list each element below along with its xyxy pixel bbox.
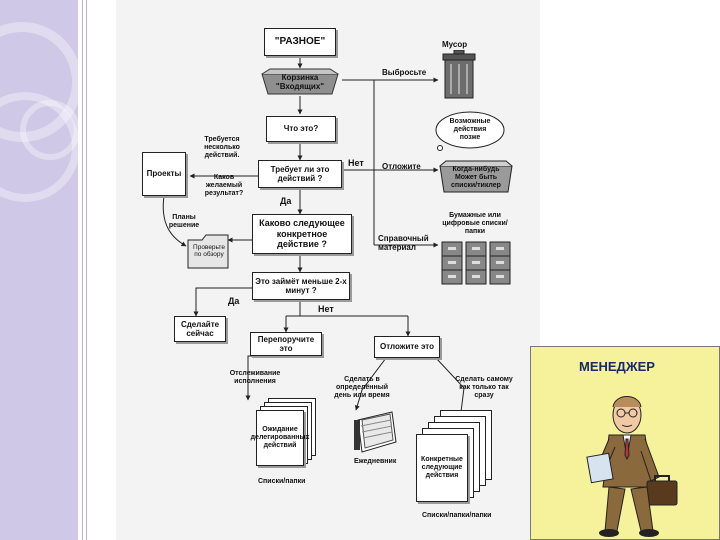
files-label: Бумажные или цифровые списки/папки <box>442 212 508 236</box>
calendar <box>352 410 400 454</box>
inbox-tray: Корзинка "Входящих" <box>260 68 340 96</box>
next-action-box: Каково следующее конкретное действие ? <box>252 214 352 254</box>
raznoe-label: "РАЗНОЕ" <box>274 36 326 48</box>
next-actions-label: Конкретные следующие действия <box>421 455 463 480</box>
file-cabinets <box>440 238 514 286</box>
lists-right-label: Списки/папки/папки <box>422 512 492 519</box>
throw-away-label: Выбросьте <box>382 68 427 77</box>
inbox-label: Корзинка "Входящих" <box>275 73 325 92</box>
delegate-box: Перепоручите это <box>250 332 322 356</box>
action-required-label: Требует ли это действий ? <box>270 164 330 183</box>
thought-cloud: Возможные действия позже <box>434 110 506 152</box>
two-minutes-box: Это займёт меньше 2-х минут ? <box>252 272 350 300</box>
projects-box: Проекты <box>142 152 186 196</box>
desired-result-label: Каков желаемый результат? <box>204 174 244 198</box>
file-cabinet-icon <box>441 241 511 285</box>
multi-step-label: Требуется несколько действий. <box>204 136 240 160</box>
manager-figure-icon <box>586 396 678 537</box>
next-actions-stack: Конкретные следующие действия <box>416 410 496 506</box>
possible-actions-label: Возможные действия позже <box>449 118 491 142</box>
review-folder: Проверьте по обзору <box>186 232 230 270</box>
folder-icon <box>187 234 229 269</box>
someday-label: Когда-нибудь Может быть списки/тиклер <box>451 166 501 190</box>
projects-label: Проекты <box>146 169 182 179</box>
decor-line <box>82 0 83 540</box>
defer-label: Отложите это <box>380 342 434 352</box>
manager-title: МЕНЕДЖЕР <box>579 359 655 374</box>
two-minutes-label: Это займёт меньше 2-х минут ? <box>255 276 347 295</box>
asap-label: Сделать самому как только так сразу <box>455 376 513 400</box>
plan-decide-label: Планы решение <box>168 214 200 230</box>
action-required-box: Требует ли это действий ? <box>258 160 342 188</box>
next-action-label: Каково следующее конкретное действие ? <box>259 218 345 250</box>
inbox-tray-icon <box>261 68 339 95</box>
waiting-tracking-label: Отслеживание исполнения <box>229 370 281 386</box>
no-label: Нет <box>348 158 364 168</box>
do-it-now-label: Сделайте сейчас <box>180 319 220 338</box>
what-is-it-label: Что это? <box>283 124 319 134</box>
trash-can <box>440 49 478 100</box>
decor-ring <box>0 92 78 202</box>
yes-label: Да <box>228 296 240 306</box>
defer-box: Отложите это <box>374 336 440 358</box>
trash-label: Мусор <box>442 40 468 49</box>
decor-ring <box>20 100 78 160</box>
waiting-stack: Ожидание делегированных действий <box>251 398 318 468</box>
workflow-diagram: "РАЗНОЕ" Корзинка "Входящих" Что это? Тр… <box>116 0 540 540</box>
check-review-label: Проверьте по обзору <box>193 244 225 259</box>
next-actions-box: Конкретные следующие действия <box>416 434 468 502</box>
specific-time-label: Сделать в определённый день или время <box>334 376 390 400</box>
no-label: Нет <box>318 304 334 314</box>
trash-can-icon <box>442 49 476 99</box>
delegate-label: Перепоручите это <box>257 334 315 353</box>
thought-cloud-icon <box>435 111 505 151</box>
raznoe-box: "РАЗНОЕ" <box>264 28 336 56</box>
someday-tray-icon <box>439 160 513 193</box>
waiting-for-label: Ожидание делегированных действий <box>250 425 310 450</box>
decor-line <box>86 0 87 540</box>
someday-tray: Когда-нибудь Может быть списки/тиклер <box>438 160 514 194</box>
manager-card: МЕНЕДЖЕР <box>530 346 720 540</box>
calendar-label: Ежедневник <box>354 458 397 465</box>
do-it-now-box: Сделайте сейчас <box>174 316 226 342</box>
calendar-icon <box>354 411 397 453</box>
yes-label: Да <box>280 196 292 206</box>
flow-connectors <box>162 58 465 421</box>
waiting-for-box: Ожидание делегированных действий <box>251 410 309 466</box>
slide-side-decoration <box>0 0 78 540</box>
postpone-label: Отложите <box>382 162 421 171</box>
what-is-it-box: Что это? <box>266 116 336 142</box>
lists-left-label: Списки/папки <box>258 478 306 485</box>
reference-label: Справочный материал <box>378 234 429 253</box>
